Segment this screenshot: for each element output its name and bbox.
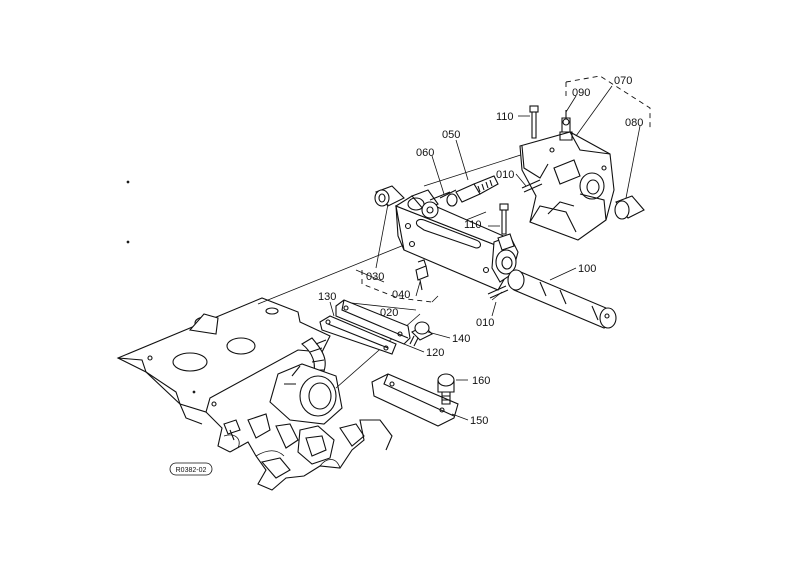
split-pin-010-lower bbox=[487, 285, 509, 301]
pin-110-lower bbox=[497, 203, 515, 251]
leader-lines bbox=[329, 85, 641, 421]
callout-130: 130 bbox=[318, 291, 336, 303]
support-070 bbox=[519, 131, 615, 241]
bolt-050-washer-060 bbox=[421, 175, 499, 219]
callout-030: 030 bbox=[366, 271, 384, 283]
callout-150: 150 bbox=[470, 415, 488, 427]
pin-110-upper bbox=[529, 105, 539, 139]
grease-nipple-040 bbox=[415, 259, 429, 291]
callout-100: 100 bbox=[578, 263, 596, 275]
callout-010-lower: 010 bbox=[476, 317, 494, 329]
shaft-100 bbox=[507, 269, 617, 329]
engine-block bbox=[116, 180, 393, 491]
callout-080: 080 bbox=[625, 117, 643, 129]
plate-150 bbox=[371, 373, 459, 427]
callout-020: 020 bbox=[380, 307, 398, 319]
split-pin-010-upper bbox=[521, 179, 543, 193]
callout-070: 070 bbox=[614, 75, 632, 87]
callout-060: 060 bbox=[416, 147, 434, 159]
callout-110-upper: 110 bbox=[496, 111, 514, 123]
gasket-130 bbox=[319, 315, 397, 355]
bushing-080 bbox=[614, 195, 645, 220]
callout-010-upper: 010 bbox=[496, 169, 514, 181]
callout-090: 090 bbox=[572, 87, 590, 99]
bushing-030 bbox=[374, 185, 405, 207]
callout-160: 160 bbox=[472, 375, 490, 387]
bolt-160 bbox=[437, 373, 455, 405]
callout-120: 120 bbox=[426, 347, 444, 359]
figure-code-text: R0382-02 bbox=[176, 467, 207, 474]
callout-110-lower: 110 bbox=[464, 219, 482, 231]
callout-040: 040 bbox=[392, 289, 410, 301]
callout-140: 140 bbox=[452, 333, 470, 345]
grease-nipple-090 bbox=[559, 110, 573, 141]
callout-labels: 070 090 080 110 050 060 010 110 030 100 … bbox=[318, 75, 643, 427]
figure-code-badge: R0382-02 bbox=[169, 462, 213, 476]
link-120 bbox=[335, 299, 411, 345]
bolt-140 bbox=[409, 321, 433, 347]
assembly-group-brackets bbox=[361, 75, 651, 303]
callout-050: 050 bbox=[442, 129, 460, 141]
